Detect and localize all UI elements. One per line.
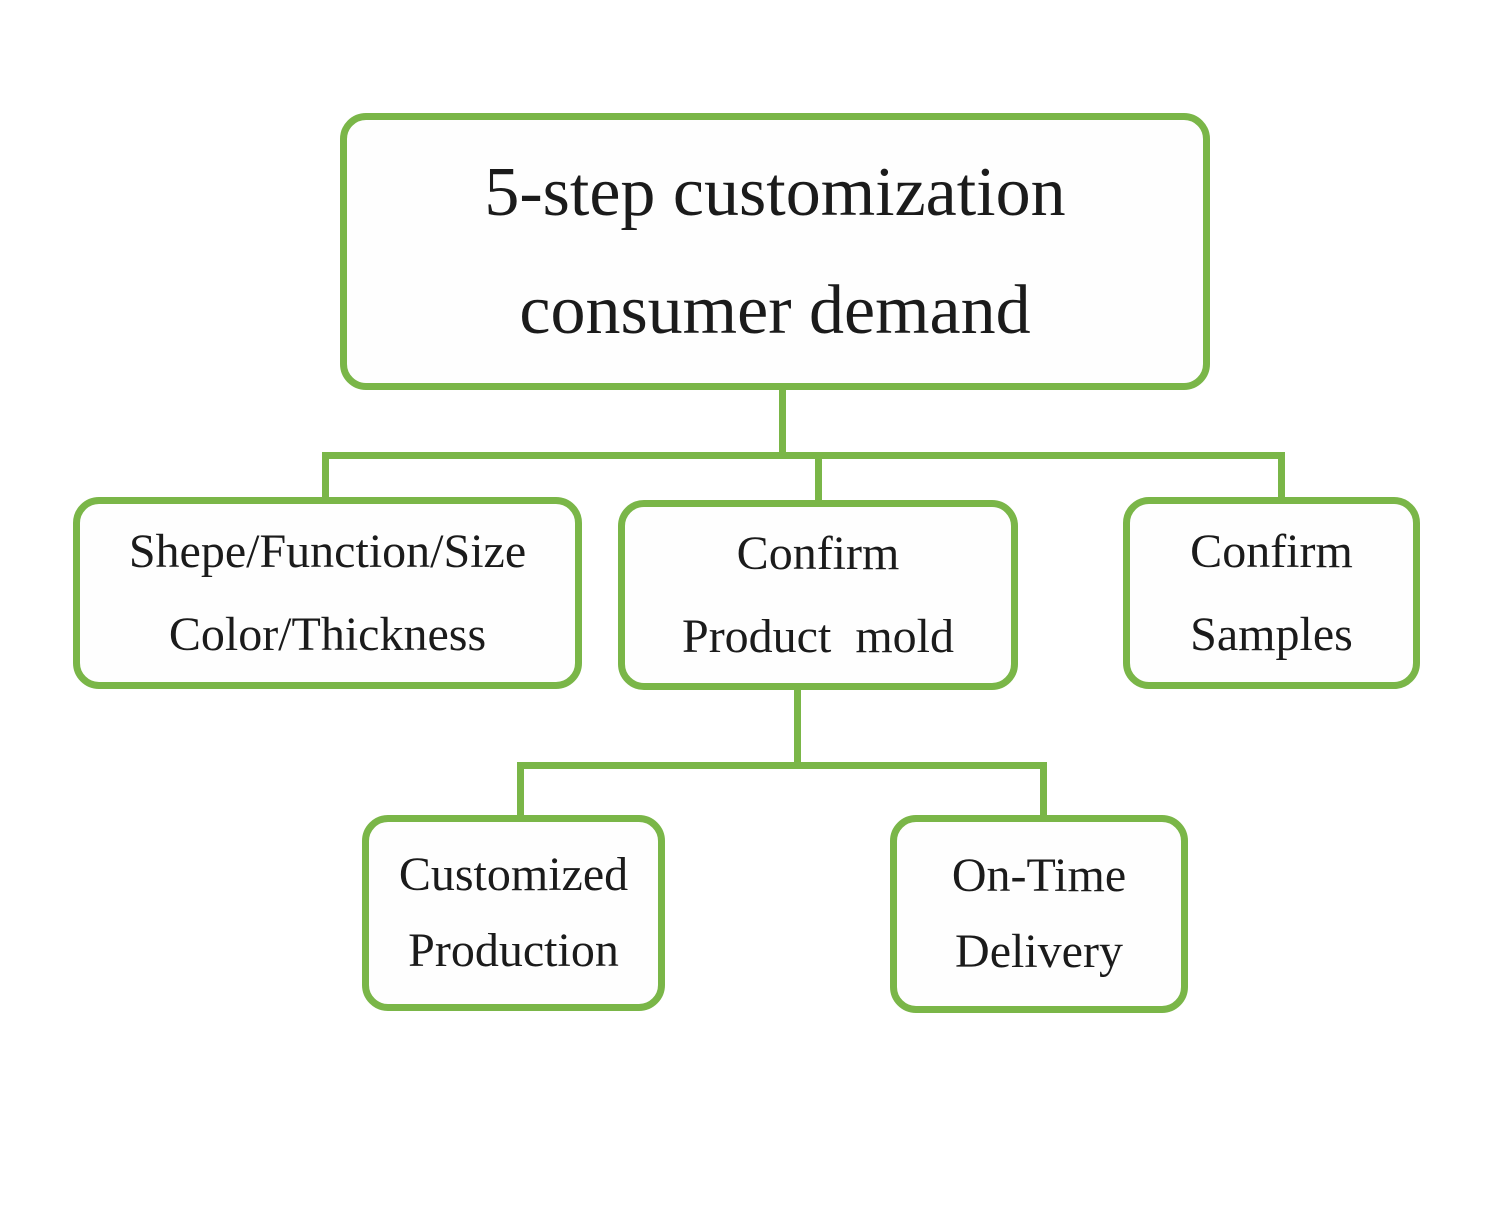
node-shape-function-size-line2: Color/Thickness bbox=[168, 608, 487, 661]
connector-drop-delivery bbox=[1040, 762, 1047, 820]
node-customized-production-line1: Customized bbox=[398, 848, 629, 901]
connector-drop-mold bbox=[815, 452, 822, 505]
connector-mold-stem bbox=[794, 688, 801, 769]
node-confirm-samples-line2: Samples bbox=[1190, 608, 1353, 661]
connector-level2-horizontal bbox=[517, 762, 1047, 769]
node-confirm-product-mold-line2: Product mold bbox=[682, 610, 954, 663]
node-consumer-demand-line2: consumer demand bbox=[519, 271, 1031, 349]
connector-drop-production bbox=[517, 762, 524, 820]
connector-drop-spec bbox=[322, 452, 329, 502]
node-customized-production-line2: Production bbox=[408, 924, 619, 977]
connector-root-stem bbox=[779, 388, 786, 458]
node-confirm-samples: Confirm Samples bbox=[1123, 497, 1420, 689]
node-on-time-delivery: On-Time Delivery bbox=[890, 815, 1188, 1013]
connector-drop-samples bbox=[1278, 452, 1285, 502]
node-consumer-demand-line1: 5-step customization bbox=[484, 153, 1066, 231]
node-shape-function-size: Shepe/Function/Size Color/Thickness bbox=[73, 497, 582, 689]
node-customized-production: Customized Production bbox=[362, 815, 665, 1011]
node-confirm-samples-line1: Confirm bbox=[1190, 525, 1353, 578]
node-shape-function-size-line1: Shepe/Function/Size bbox=[128, 525, 527, 578]
node-confirm-product-mold: Confirm Product mold bbox=[618, 500, 1018, 690]
node-confirm-product-mold-line1: Confirm bbox=[736, 527, 900, 580]
node-on-time-delivery-line2: Delivery bbox=[955, 925, 1123, 978]
node-on-time-delivery-line1: On-Time bbox=[951, 849, 1127, 902]
connector-level1-horizontal bbox=[322, 452, 1285, 459]
node-consumer-demand: 5-step customization consumer demand bbox=[340, 113, 1210, 390]
